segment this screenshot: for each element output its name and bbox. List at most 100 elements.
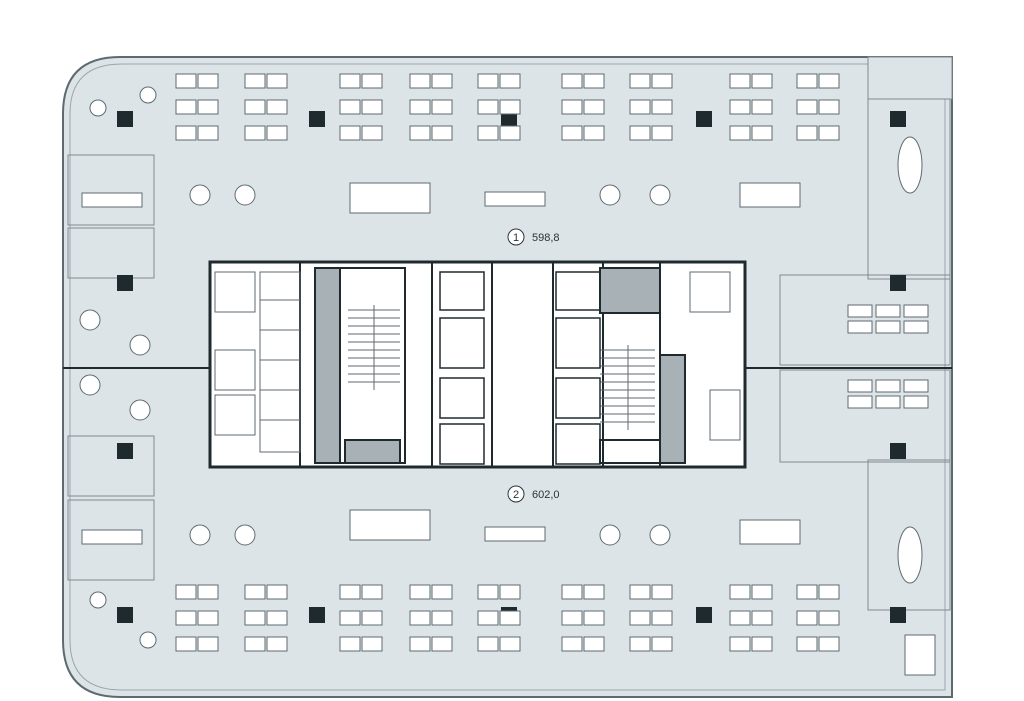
desk [729, 584, 751, 600]
desk [629, 73, 651, 89]
desk [431, 584, 453, 600]
desk [651, 636, 673, 652]
core-partitions [299, 261, 686, 468]
desk [751, 610, 773, 626]
desk [339, 99, 361, 115]
desk [561, 99, 583, 115]
desk [499, 73, 521, 89]
desk [818, 584, 840, 600]
right-meeting-rooms [779, 98, 951, 611]
elevators-right [555, 271, 601, 465]
desk [361, 584, 383, 600]
corner-room-top-right [867, 56, 953, 100]
desk [197, 584, 219, 600]
desk [431, 610, 453, 626]
desk [266, 584, 288, 600]
desk [477, 636, 499, 652]
desk [431, 125, 453, 141]
workstations-bottom [175, 584, 840, 652]
desk [729, 73, 751, 89]
desk [361, 610, 383, 626]
desk [244, 610, 266, 626]
desk [561, 584, 583, 600]
desk [339, 73, 361, 89]
desk [751, 73, 773, 89]
desk [175, 584, 197, 600]
desk [409, 125, 431, 141]
desk [847, 320, 873, 334]
desk [729, 125, 751, 141]
workstations-right [847, 304, 929, 409]
desk [361, 73, 383, 89]
desk [477, 125, 499, 141]
desk [175, 73, 197, 89]
desk [561, 636, 583, 652]
desk [751, 584, 773, 600]
desk [629, 99, 651, 115]
desk [729, 636, 751, 652]
desk [751, 99, 773, 115]
desk [751, 125, 773, 141]
desk [875, 395, 901, 409]
desk [266, 73, 288, 89]
desk [583, 73, 605, 89]
desk [561, 610, 583, 626]
desk [796, 584, 818, 600]
desk [903, 320, 929, 334]
workstations-top [175, 73, 840, 141]
desk [499, 99, 521, 115]
desk [244, 125, 266, 141]
desk [477, 610, 499, 626]
desk [629, 584, 651, 600]
desk [266, 636, 288, 652]
desk [266, 99, 288, 115]
left-meeting-rooms [67, 154, 155, 581]
desk [431, 99, 453, 115]
desk [561, 125, 583, 141]
desk [266, 125, 288, 141]
desk [903, 379, 929, 393]
desk [796, 73, 818, 89]
desk [244, 73, 266, 89]
unit-2-label: 2 602,0 [507, 485, 560, 503]
elevators-left [439, 271, 485, 465]
desk [197, 636, 219, 652]
desk [197, 610, 219, 626]
desk [903, 304, 929, 318]
desk [409, 584, 431, 600]
desk [651, 73, 673, 89]
desk [651, 584, 673, 600]
desk [197, 99, 219, 115]
desk [339, 610, 361, 626]
desk [796, 636, 818, 652]
desk [583, 584, 605, 600]
unit-1-label: 1 598,8 [507, 228, 560, 246]
desk [499, 636, 521, 652]
desk [818, 610, 840, 626]
desk [796, 610, 818, 626]
restrooms [214, 271, 741, 453]
facade-inner-line [69, 63, 946, 691]
desk [477, 99, 499, 115]
desk [361, 125, 383, 141]
unit-1-area: 598,8 [532, 232, 560, 244]
unit-2-marker [507, 485, 525, 503]
desk [729, 610, 751, 626]
meeting-tables [81, 136, 936, 676]
desk [847, 395, 873, 409]
desk [409, 610, 431, 626]
desk [339, 636, 361, 652]
desk [244, 636, 266, 652]
desk [431, 636, 453, 652]
desk [175, 636, 197, 652]
desk [175, 99, 197, 115]
desk [197, 73, 219, 89]
desk [361, 636, 383, 652]
desk [175, 125, 197, 141]
desk [244, 584, 266, 600]
desk [847, 379, 873, 393]
desk [583, 636, 605, 652]
desk [751, 636, 773, 652]
unit-1-marker [507, 228, 525, 246]
desk [266, 610, 288, 626]
